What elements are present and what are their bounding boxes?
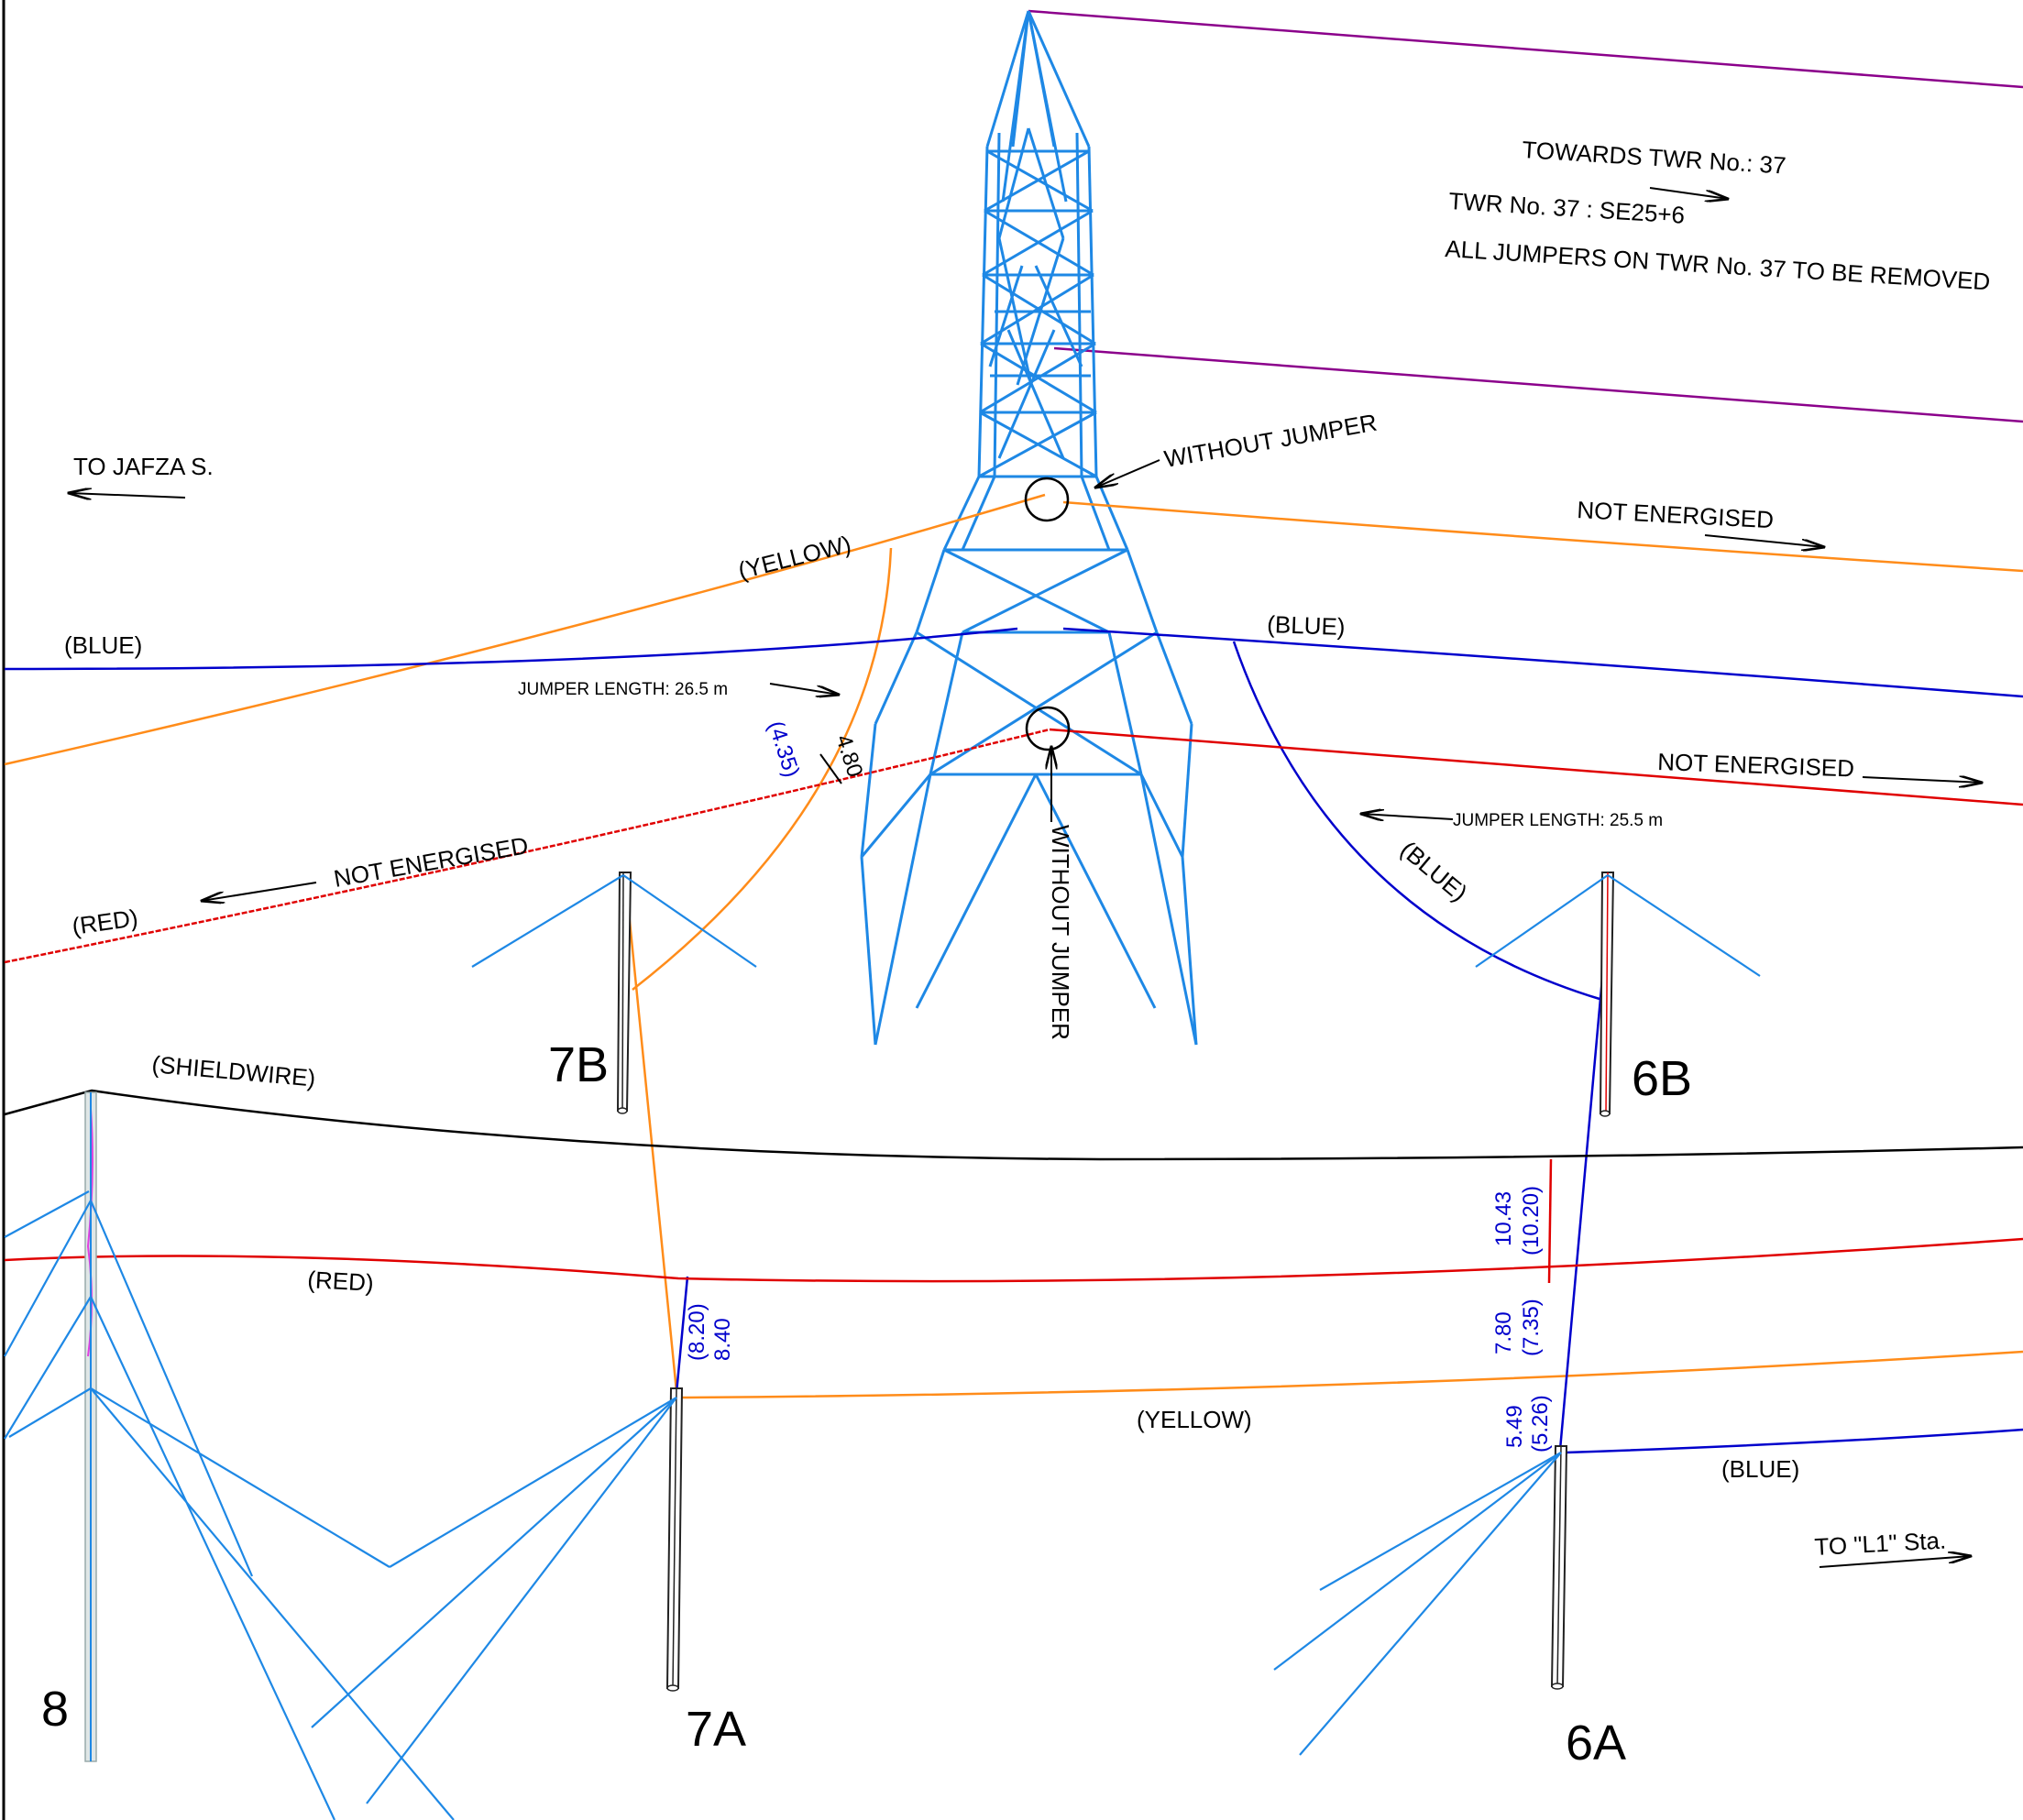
note-to-jafza: TO JAFZA S. [73,453,214,480]
pole-8 [4,1091,455,1820]
note-jumpers-removed: ALL JUMPERS ON TWR No. 37 TO BE REMOVED [1445,235,1991,295]
red-conductors [4,728,2023,1284]
yellow-jumper [632,547,893,991]
purple-line-mid [1053,346,2023,423]
pole-label-8: 8 [41,1682,69,1737]
existing-purple-lines [1028,9,2023,423]
dim-6a-top-clear: (10.20) [1519,1186,1544,1255]
blue-right-span [1062,627,2023,698]
pole-6b [1475,872,1761,1117]
label-not-energised-mid: NOT ENERGISED [1657,748,1855,782]
label-jumper-length-left: JUMPER LENGTH: 26.5 m [518,680,728,699]
shieldwire [4,1089,2023,1161]
pole-label-6a: 6A [1566,1716,1626,1771]
red-left-span [4,728,1050,964]
dim-yellow-clear: (4.35) [763,718,804,781]
dim-6a-mid-clear: (7.35) [1519,1299,1544,1356]
label-yellow-lower: (YELLOW) [1137,1406,1252,1433]
pole-label-6b: 6B [1632,1051,1692,1106]
arrow-towards-twr [1649,187,1728,199]
dim-6a-low-clear: (5.26) [1528,1395,1553,1453]
label-blue-jumper: (BLUE) [1395,836,1473,907]
pole-label-7b: 7B [548,1037,609,1092]
yellow-drop-7b [623,874,678,1392]
label-yellow-upper: (YELLOW) [735,530,853,585]
arrow-without-jumper-upper [1095,459,1160,488]
lattice-tower [860,10,1198,1046]
note-twr-id: TWR No. 37 : SE25+6 [1448,187,1686,229]
yellow-right-span [1062,500,2023,573]
dim-yellow-main: 4.80 [830,732,867,781]
arrow-not-energised-upper [1704,534,1824,547]
jumper-circle-upper [1024,477,1070,522]
yellow-conductors [4,493,2023,1399]
arrow-to-jafza [69,493,186,498]
label-not-energised-upper: NOT ENERGISED [1577,496,1775,533]
pole-label-7a: 7A [686,1702,746,1757]
blue-7a-tick [675,1276,689,1394]
arrow-not-energised-left [202,882,317,901]
arrow-not-energised-mid [1862,777,1982,783]
dim-6a-low-main: 5.49 [1502,1405,1527,1448]
arrow-jumper-right [1361,814,1454,819]
dim-7a-clear: (8.20) [685,1303,709,1361]
dim-6a-top-main: 10.43 [1491,1191,1516,1246]
blue-jumper [1232,641,1600,1001]
dim-tick-480 [819,753,842,784]
purple-line-top [1028,9,2023,89]
arrow-jumper-left [769,683,839,695]
note-towards-twr: TOWARDS TWR No.: 37 [1522,136,1787,180]
arrows [69,187,1982,1568]
label-red-lower: (RED) [307,1266,375,1297]
label-blue-left: (BLUE) [64,631,142,659]
pole-7b [471,872,757,1114]
blue-lower-span [1565,1428,2023,1454]
note-to-l1: TO "L1" Sta. [1814,1527,1947,1561]
label-blue-right: (BLUE) [1267,610,1346,641]
dim-7a-main: 8.40 [710,1318,735,1361]
red-right-span [1049,728,2023,806]
blue-left-span [4,627,1018,671]
arrow-to-l1 [1819,1556,1971,1568]
yellow-lower-span [676,1350,2023,1399]
red-6a-tick [1547,1158,1553,1284]
label-without-jumper-upper: WITHOUT JUMPER [1162,409,1380,473]
yellow-left-span [4,493,1046,766]
label-blue-lower: (BLUE) [1721,1455,1799,1483]
label-without-jumper-lower: WITHOUT JUMPER [1047,825,1074,1040]
label-red-left: (RED) [71,904,140,940]
pole-7a [311,1387,684,1804]
dim-6a-mid-main: 7.80 [1491,1311,1516,1354]
label-not-energised-left: NOT ENERGISED [332,831,531,893]
red-lower-span [4,1237,2023,1283]
pole-6a [1273,1445,1568,1756]
label-jumper-length-right: JUMPER LENGTH: 25.5 m [1453,811,1663,830]
label-shieldwire: (SHIELDWIRE) [150,1050,316,1091]
